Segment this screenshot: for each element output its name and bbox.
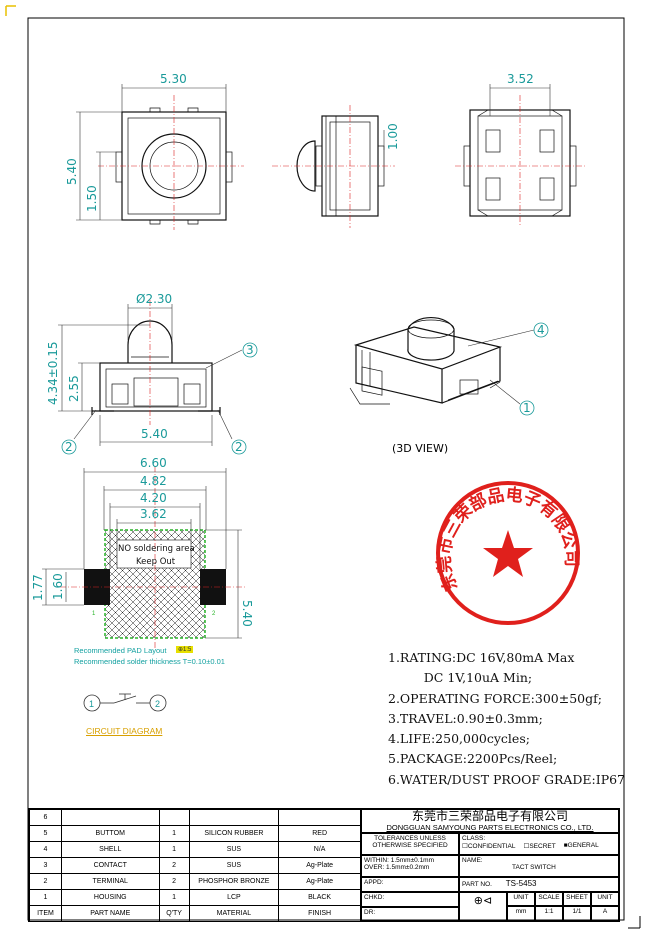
scale-label: SCALE: [535, 892, 563, 906]
rec-pad-layout-scale: ⊕1:5: [176, 646, 194, 653]
class-cell: CLASS: ☐CONFIDENTIAL ☐SECRET ■GENERAL: [459, 833, 619, 855]
rec-thickness-note: Recommended solder thickness T=0.10±0.01: [74, 657, 225, 666]
dim-pad-420: 4.20: [140, 491, 167, 505]
dim-total-height: 4.34±0.15: [46, 342, 60, 406]
svg-text:1: 1: [523, 401, 531, 415]
keep-out-label: Keep Out: [136, 557, 176, 567]
dim-top-offset: 1.50: [85, 185, 99, 212]
note-line: 1.RATING:DC 16V,80mA Max: [388, 650, 575, 665]
dim-knob-dia: Ø2.30: [136, 292, 172, 306]
view-3d-label: (3D VIEW): [392, 442, 449, 455]
projection-icon: ⊕⊲: [459, 892, 507, 921]
svg-text:2: 2: [65, 440, 73, 454]
unit2-label: UNIT: [591, 892, 619, 906]
class-general[interactable]: ■GENERAL: [563, 842, 599, 849]
title-right: 东莞市三荣部品电子有限公司 DONGGUAN SAMYOUNG PARTS EL…: [361, 809, 619, 921]
svg-text:2: 2: [235, 440, 243, 454]
dim-pad-177: 1.77: [31, 574, 45, 601]
pad-pin2: 2: [212, 611, 216, 617]
scale-value: 1:1: [535, 906, 563, 921]
note-line: 4.LIFE:250,000cycles;: [388, 731, 530, 747]
pad-pin1: 1: [92, 611, 96, 617]
top-view: [76, 84, 244, 230]
circuit-p2: 2: [155, 699, 160, 709]
callout-3: 3: [242, 342, 258, 358]
callout-2-right: 2: [231, 439, 247, 455]
sheet-label: SHEET: [563, 892, 591, 906]
callout-4: 4: [533, 322, 549, 338]
tol-over: OVER: 1.5mm±0.2mm: [364, 864, 430, 871]
company-name-cn: 东莞市三荣部品电子有限公司: [411, 809, 568, 823]
circuit-diagram: [83, 693, 167, 712]
circuit-p1: 1: [89, 699, 94, 709]
dim-side-height: 1.00: [386, 123, 400, 150]
svg-text:4: 4: [537, 323, 545, 337]
dim-body-height: 2.55: [67, 375, 81, 402]
svg-text:3: 3: [246, 343, 254, 357]
dim-pad-482: 4.82: [140, 474, 167, 488]
rec-pad-layout-note: Recommended PAD Layout: [74, 646, 167, 655]
part-no: TS-5453: [505, 879, 537, 888]
class-secret[interactable]: ☐SECRET: [523, 843, 556, 850]
sheet-value: 1/1: [563, 906, 591, 921]
bom-row: 6: [29, 809, 361, 826]
name-label: NAME:: [462, 857, 483, 864]
part-no-label: PART NO.: [462, 881, 492, 888]
side-view: [272, 105, 395, 228]
note-line: 5.PACKAGE:2200Pcs/Reel;: [388, 751, 558, 767]
company-seal: 东莞市三荣部品电子有限公司: [434, 481, 581, 625]
iso-view: [349, 316, 535, 405]
company-name-en: DONGGUAN SAMYOUNG PARTS ELECTRONICS CO.,…: [386, 823, 594, 832]
callout-2-left: 2: [61, 439, 77, 455]
unit-label: UNIT: [507, 892, 535, 906]
dim-top-height: 5.40: [65, 158, 79, 185]
dim-top-width: 5.30: [160, 72, 187, 86]
front-view: [58, 300, 243, 446]
tolerances: TOLERANCES UNLESS OTHERWISE SPECIFIED: [361, 833, 459, 855]
dim-pad-540: 5.40: [240, 600, 254, 627]
note-line: 2.OPERATING FORCE:300±50gf;: [388, 690, 602, 706]
dr: DR:: [361, 907, 459, 921]
pad-layout: [42, 466, 245, 648]
spec-notes: 1.RATING:DC 16V,80mA Max DC 1V,10uA Min;…: [388, 648, 625, 790]
corner-mark: [5, 5, 16, 16]
name-value: TACT SWITCH: [512, 864, 556, 871]
circuit-label: CIRCUIT DIAGRAM: [86, 726, 163, 736]
unit2-value: A: [591, 906, 619, 921]
seal-star-icon: [483, 530, 533, 577]
unit-value: mm: [507, 906, 535, 921]
class-confidential[interactable]: ☐CONFIDENTIAL: [462, 843, 516, 850]
note-line: DC 1V,10uA Min;: [388, 670, 533, 686]
appd: APPD:: [361, 877, 459, 892]
dim-pad-362: 3.62: [140, 507, 167, 521]
note-line: 3.TRAVEL:0.90±0.3mm;: [388, 710, 543, 726]
chkd: CHKD:: [361, 892, 459, 907]
right-view: [455, 84, 585, 225]
dim-right-width: 3.52: [507, 72, 534, 86]
dim-bottom-width: 5.40: [141, 427, 168, 441]
corner-mark-br: [628, 916, 641, 929]
tol-within: WITHIN: 1.5mm±0.1mm: [364, 857, 435, 864]
dim-pad-160: 1.60: [51, 573, 65, 600]
dim-pad-outer: 6.60: [140, 456, 167, 470]
callout-1: 1: [519, 400, 535, 416]
note-line: 6.WATER/DUST PROOF GRADE:IP67: [388, 771, 626, 787]
no-solder-label: NO soldering area: [118, 544, 195, 554]
